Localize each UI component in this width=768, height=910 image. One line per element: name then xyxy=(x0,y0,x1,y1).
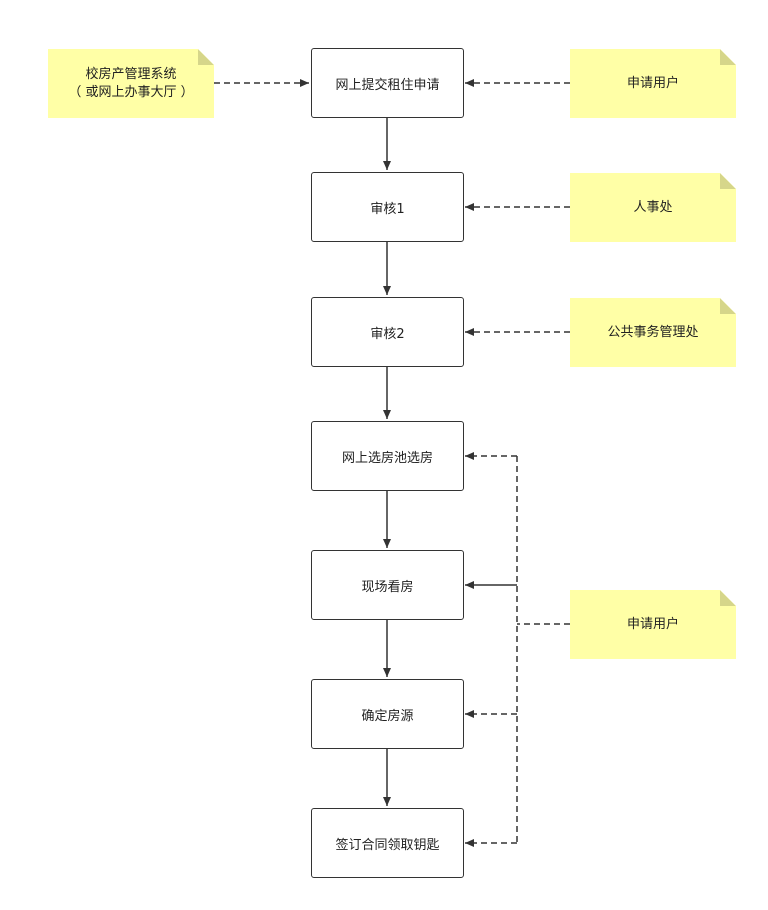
step-online-application[interactable]: 网上提交租住申请 xyxy=(311,48,464,118)
step-review-2-label: 审核2 xyxy=(370,326,405,342)
note-applicant-top-label: 申请用户 xyxy=(626,75,679,91)
step-online-room-selection[interactable]: 网上选房池选房 xyxy=(311,421,464,491)
step-confirm-housing-label: 确定房源 xyxy=(361,708,414,724)
step-online-room-selection-label: 网上选房池选房 xyxy=(341,450,433,466)
note-hr-office[interactable]: 人事处 xyxy=(570,173,736,242)
step-sign-contract[interactable]: 签订合同领取钥匙 xyxy=(311,808,464,878)
step-onsite-viewing-label: 现场看房 xyxy=(361,579,414,595)
note-hr-office-label: 人事处 xyxy=(633,199,673,215)
step-sign-contract-label: 签订合同领取钥匙 xyxy=(335,837,440,853)
step-onsite-viewing[interactable]: 现场看房 xyxy=(311,550,464,620)
step-review-1-label: 审核1 xyxy=(370,201,405,217)
note-applicant-top[interactable]: 申请用户 xyxy=(570,49,736,118)
note-housing-system[interactable]: 校房产管理系统 （ 或网上办事大厅 ） xyxy=(48,49,214,118)
note-housing-system-line2: （ 或网上办事大厅 ） xyxy=(68,84,194,100)
step-online-application-label: 网上提交租住申请 xyxy=(335,77,440,93)
note-applicant-bottom[interactable]: 申请用户 xyxy=(570,590,736,659)
note-housing-system-line1: 校房产管理系统 xyxy=(85,66,177,82)
step-review-2[interactable]: 审核2 xyxy=(311,297,464,367)
note-public-affairs-label: 公共事务管理处 xyxy=(607,324,699,340)
note-public-affairs[interactable]: 公共事务管理处 xyxy=(570,298,736,367)
note-applicant-bottom-label: 申请用户 xyxy=(626,616,679,632)
step-confirm-housing[interactable]: 确定房源 xyxy=(311,679,464,749)
step-review-1[interactable]: 审核1 xyxy=(311,172,464,242)
